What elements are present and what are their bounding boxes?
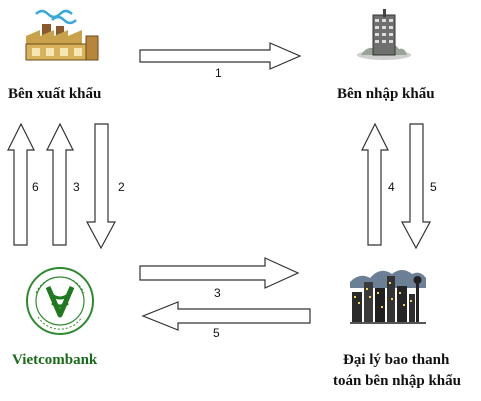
arrow-1-right: [139, 42, 302, 70]
step-number-6: 6: [32, 180, 39, 194]
step-number-5-bottom: 5: [213, 326, 220, 340]
factory-icon: [25, 9, 99, 61]
bank-label: Vietcombank: [12, 352, 98, 368]
step-number-3-bottom: 3: [214, 286, 221, 300]
agent-label-line1: Đại lý bao thanh: [343, 352, 450, 368]
vietcombank-logo-icon: [26, 267, 94, 335]
agent-label-line2: toán bên nhập khẩu: [333, 373, 461, 389]
skyscraper-icon: [357, 9, 411, 60]
step-number-1: 1: [215, 66, 222, 80]
step-number-4: 4: [388, 180, 395, 194]
step-number-2: 2: [118, 180, 125, 194]
arrow-3-right: [139, 257, 300, 289]
exporter-label: Bên xuất khẩu: [8, 86, 102, 102]
arrow-4-up: [361, 122, 389, 246]
city-skyline-icon: [350, 270, 426, 324]
arrow-6-up: [7, 122, 35, 246]
arrow-5-left: [141, 301, 311, 331]
importer-label: Bên nhập khẩu: [337, 86, 435, 102]
step-number-5-right: 5: [430, 180, 437, 194]
arrow-5-down: [400, 123, 432, 250]
step-number-3-left: 3: [73, 180, 80, 194]
arrow-2-down: [85, 123, 117, 250]
arrow-3-up: [46, 122, 74, 246]
